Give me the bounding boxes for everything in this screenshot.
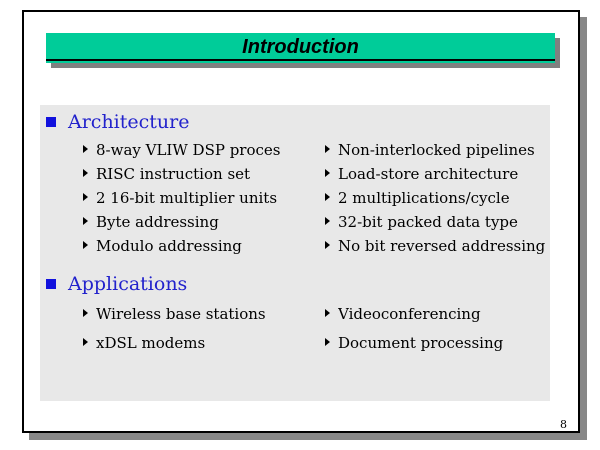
triangle-bullet-icon	[325, 309, 330, 317]
triangle-bullet-icon	[83, 169, 88, 177]
bullet-item: xDSL modems	[83, 331, 325, 360]
bullet-item-label: 32-bit packed data type	[338, 213, 518, 231]
slide-title-bar: Introduction	[46, 33, 555, 63]
bullet-item-label: Non-interlocked pipelines	[338, 141, 535, 159]
triangle-bullet-icon	[83, 217, 88, 225]
bullet-item: Load-store architecture	[325, 162, 550, 186]
square-bullet-icon	[46, 279, 56, 289]
bullet-item: 8-way VLIW DSP proces	[83, 138, 325, 162]
bullet-item-label: Byte addressing	[96, 213, 219, 231]
triangle-bullet-icon	[83, 338, 88, 346]
triangle-bullet-icon	[83, 241, 88, 249]
bullet-item: 32-bit packed data type	[325, 210, 550, 234]
bullet-item: RISC instruction set	[83, 162, 325, 186]
bullet-item-label: Wireless base stations	[96, 305, 266, 323]
bullet-item-label: RISC instruction set	[96, 165, 251, 183]
applications-right-column: Videoconferencing Document processing	[325, 302, 550, 360]
bullet-item-label: Document processing	[338, 334, 504, 352]
bullet-item-label: Videoconferencing	[338, 305, 481, 323]
triangle-bullet-icon	[325, 217, 330, 225]
bullet-item: 2 16-bit multiplier units	[83, 186, 325, 210]
bullet-item: Videoconferencing	[325, 302, 550, 331]
bullet-item: Modulo addressing	[83, 234, 325, 258]
bullet-item: Byte addressing	[83, 210, 325, 234]
section-heading-applications: Applications	[68, 273, 188, 295]
section-heading-architecture: Architecture	[68, 111, 190, 133]
applications-left-column: Wireless base stations xDSL modems	[83, 302, 325, 360]
bullet-item: Non-interlocked pipelines	[325, 138, 550, 162]
bullet-item: No bit reversed addressing	[325, 234, 550, 258]
architecture-right-column: Non-interlocked pipelines Load-store arc…	[325, 138, 550, 258]
slide-border	[22, 10, 580, 433]
triangle-bullet-icon	[83, 309, 88, 317]
bullet-item-label: 8-way VLIW DSP proces	[96, 141, 281, 159]
triangle-bullet-icon	[83, 193, 88, 201]
bullet-item: 2 multiplications/cycle	[325, 186, 550, 210]
slide-title: Introduction	[242, 36, 359, 58]
section-architecture-heading-row: Architecture	[46, 111, 189, 133]
bullet-item-label: No bit reversed addressing	[338, 237, 546, 255]
bullet-item-label: Load-store architecture	[338, 165, 519, 183]
triangle-bullet-icon	[325, 241, 330, 249]
page-number: 8	[560, 418, 567, 431]
architecture-columns: 8-way VLIW DSP proces RISC instruction s…	[83, 138, 550, 258]
triangle-bullet-icon	[325, 338, 330, 346]
content-panel: Architecture 8-way VLIW DSP proces RISC …	[40, 105, 550, 401]
bullet-item-label: 2 multiplications/cycle	[338, 189, 510, 207]
architecture-left-column: 8-way VLIW DSP proces RISC instruction s…	[83, 138, 325, 258]
square-bullet-icon	[46, 117, 56, 127]
triangle-bullet-icon	[325, 145, 330, 153]
bullet-item: Document processing	[325, 331, 550, 360]
triangle-bullet-icon	[325, 193, 330, 201]
section-applications-heading-row: Applications	[46, 273, 187, 295]
title-underline	[46, 59, 555, 61]
bullet-item: Wireless base stations	[83, 302, 325, 331]
bullet-item-label: 2 16-bit multiplier units	[96, 189, 278, 207]
triangle-bullet-icon	[325, 169, 330, 177]
bullet-item-label: Modulo addressing	[96, 237, 242, 255]
bullet-item-label: xDSL modems	[96, 334, 206, 352]
triangle-bullet-icon	[83, 145, 88, 153]
applications-columns: Wireless base stations xDSL modems Video…	[83, 302, 550, 360]
